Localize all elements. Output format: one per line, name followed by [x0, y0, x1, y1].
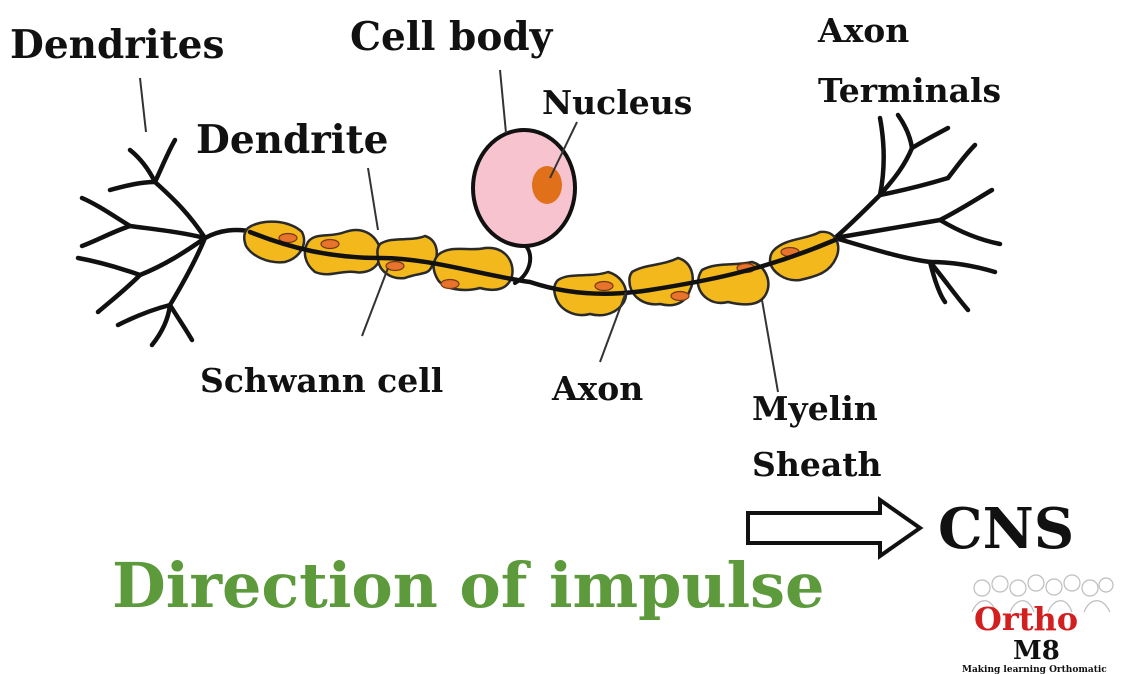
label-axon-terminals-line2: Terminals [818, 71, 1001, 110]
label-cns: CNS [938, 496, 1074, 562]
cell-body-stalk [515, 245, 530, 283]
axon-terminal-branches [835, 115, 1000, 310]
label-dendrite: Dendrite [196, 117, 388, 163]
logo-tagline: Making learning Orthomatic [962, 665, 1107, 674]
logo-m8: M8 [1013, 636, 1060, 666]
logo-ortho: Ortho [974, 600, 1078, 638]
label-nucleus: Nucleus [542, 83, 692, 122]
label-cell-body: Cell body [350, 14, 554, 60]
label-myelin-sheath-line2: Sheath [752, 445, 881, 484]
direction-of-impulse-text: Direction of impulse [112, 549, 825, 622]
label-axon-terminals-line1: Axon [817, 11, 909, 50]
cell-nucleus [532, 166, 562, 204]
label-dendrites: Dendrites [10, 22, 224, 68]
label-axon: Axon [551, 369, 643, 408]
impulse-arrow [748, 500, 920, 556]
label-myelin-sheath-line1: Myelin [752, 389, 878, 428]
schwann-cell-8 [770, 232, 838, 280]
orthom8-logo: Ortho M8 Making learning Orthomatic [962, 572, 1116, 674]
dendrite-branches [78, 140, 255, 345]
label-schwann-cell: Schwann cell [200, 361, 443, 400]
